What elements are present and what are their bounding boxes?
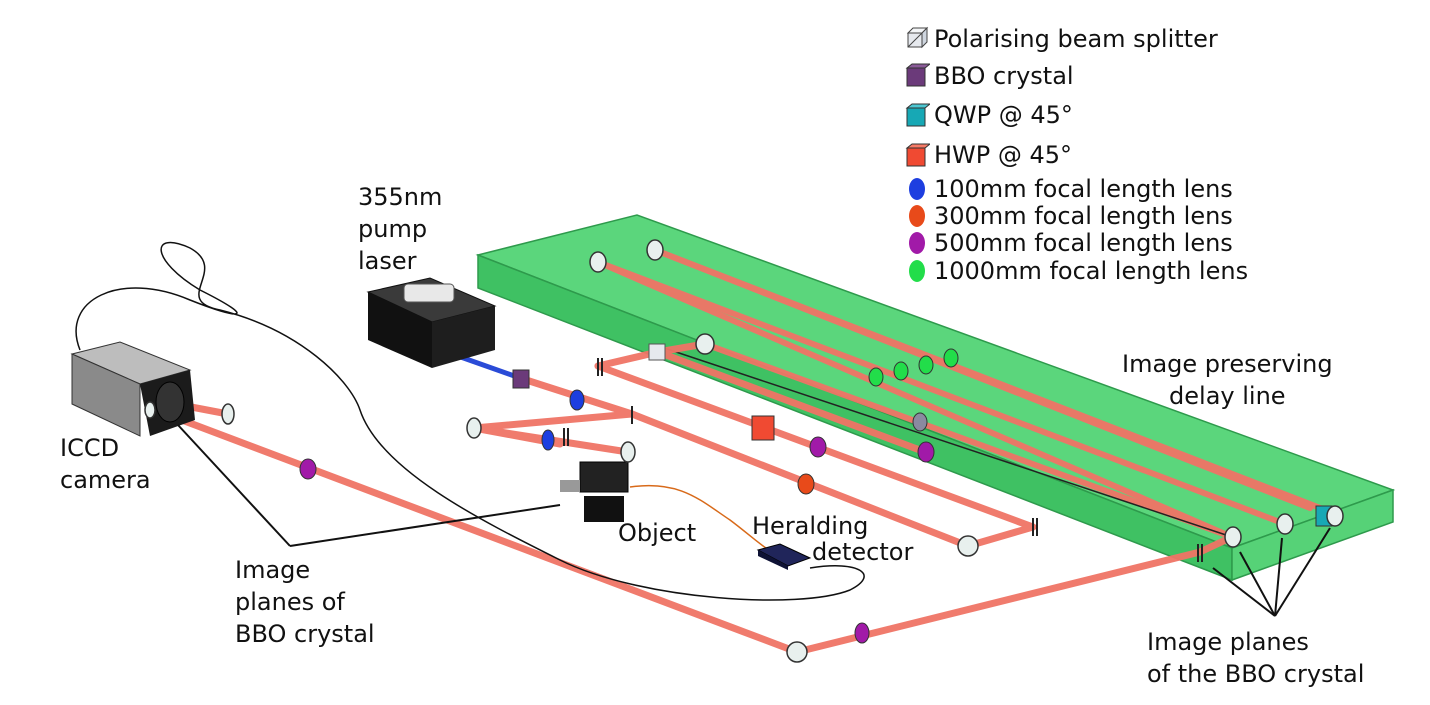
camera-cable (75, 242, 865, 601)
lens-1000mm-icon (909, 260, 925, 282)
lens-1000mm-1 (868, 367, 884, 387)
lens-1000mm-2 (893, 361, 909, 381)
lenses (299, 348, 959, 644)
image-planes-left-line1: Image (235, 556, 311, 584)
delay-line-label-line1: Image preserving (1122, 350, 1333, 378)
object-fiber (629, 484, 773, 553)
pump-laser-label-line1: 355nm (358, 183, 443, 211)
lens-500mm-4 (854, 622, 870, 644)
image-planes-left-line2: planes of (235, 588, 345, 616)
legend-item-lens-300: 300mm focal length lens (904, 202, 1233, 230)
legend-label: 300mm focal length lens (934, 202, 1233, 230)
pump-laser (366, 277, 497, 368)
qwp-icon (905, 103, 930, 127)
lens-1000mm-4 (943, 348, 959, 368)
legend-item-lens-100: 100mm focal length lens (904, 175, 1233, 203)
lens-grey (912, 412, 928, 432)
image-planes-left-line3: BBO crystal (235, 620, 375, 648)
lens-500mm-3 (917, 441, 935, 463)
hwp-plate (751, 415, 775, 441)
image-planes-right-line2: of the BBO crystal (1147, 660, 1365, 688)
black-fiber-delay (654, 344, 1233, 538)
beam-splitter-cube (648, 343, 666, 361)
heralding-label-line2: detector (812, 538, 914, 566)
legend-item-lens-500: 500mm focal length lens (904, 229, 1233, 257)
delay-line-label: Image preserving delay line (1122, 348, 1333, 412)
lens-500mm-1 (299, 458, 317, 480)
heralding-detector (756, 543, 812, 570)
legend-label: 1000mm focal length lens (934, 257, 1249, 285)
legend-label: BBO crystal (934, 62, 1074, 90)
delay-line-label-line2: delay line (1169, 382, 1286, 410)
lens-100mm-2 (541, 429, 555, 451)
legend-label: 100mm focal length lens (934, 175, 1233, 203)
iccd-camera (70, 341, 195, 437)
pump-laser-label: 355nm pump laser (358, 181, 442, 277)
legend-label: Polarising beam splitter (934, 25, 1218, 53)
lens-100mm (569, 389, 585, 411)
legend-item-qwp: QWP @ 45° (904, 98, 1073, 132)
heralding-detector-label: Heralding detector (752, 510, 913, 568)
bbo-crystal (512, 369, 530, 389)
delay-line-beams (595, 247, 1336, 540)
lens-300mm-icon (909, 205, 925, 227)
legend-label: QWP @ 45° (934, 101, 1073, 129)
lens-500mm-icon (909, 232, 925, 254)
pump-beam (454, 352, 521, 381)
beam-splitter-cube-icon (906, 26, 929, 49)
pump-laser-label-line3: laser (358, 247, 417, 275)
image-planes-left-label: Image planes of BBO crystal (235, 554, 375, 650)
object-mount (560, 461, 629, 522)
lens-500mm-2 (809, 436, 827, 458)
camera-label: ICCD camera (60, 432, 151, 496)
hwp-icon (905, 143, 930, 167)
object-label: Object (618, 519, 697, 547)
iris-apertures (563, 358, 1203, 562)
lens-1000mm-3 (918, 355, 934, 375)
image-planes-right-label: Image planes of the BBO crystal (1147, 626, 1364, 690)
lens-100mm-icon (909, 178, 925, 200)
camera-label-line1: ICCD (60, 434, 120, 462)
camera-label-line2: camera (60, 466, 151, 494)
image-planes-right-line1: Image planes (1147, 628, 1309, 656)
lens-300mm (797, 473, 815, 495)
legend-item-hwp: HWP @ 45° (904, 138, 1072, 172)
legend-label: 500mm focal length lens (934, 229, 1233, 257)
legend-item-beam-splitter: Polarising beam splitter (904, 22, 1218, 56)
mirrors (144, 239, 1344, 663)
pointer-lines (177, 424, 1331, 617)
pump-laser-label-line2: pump (358, 215, 428, 243)
heralding-label-line1: Heralding (752, 512, 869, 540)
legend-item-bbo: BBO crystal (904, 59, 1074, 93)
legend-item-lens-1000: 1000mm focal length lens (904, 257, 1248, 285)
bbo-crystal-icon (905, 63, 930, 87)
legend-label: HWP @ 45° (934, 141, 1073, 169)
